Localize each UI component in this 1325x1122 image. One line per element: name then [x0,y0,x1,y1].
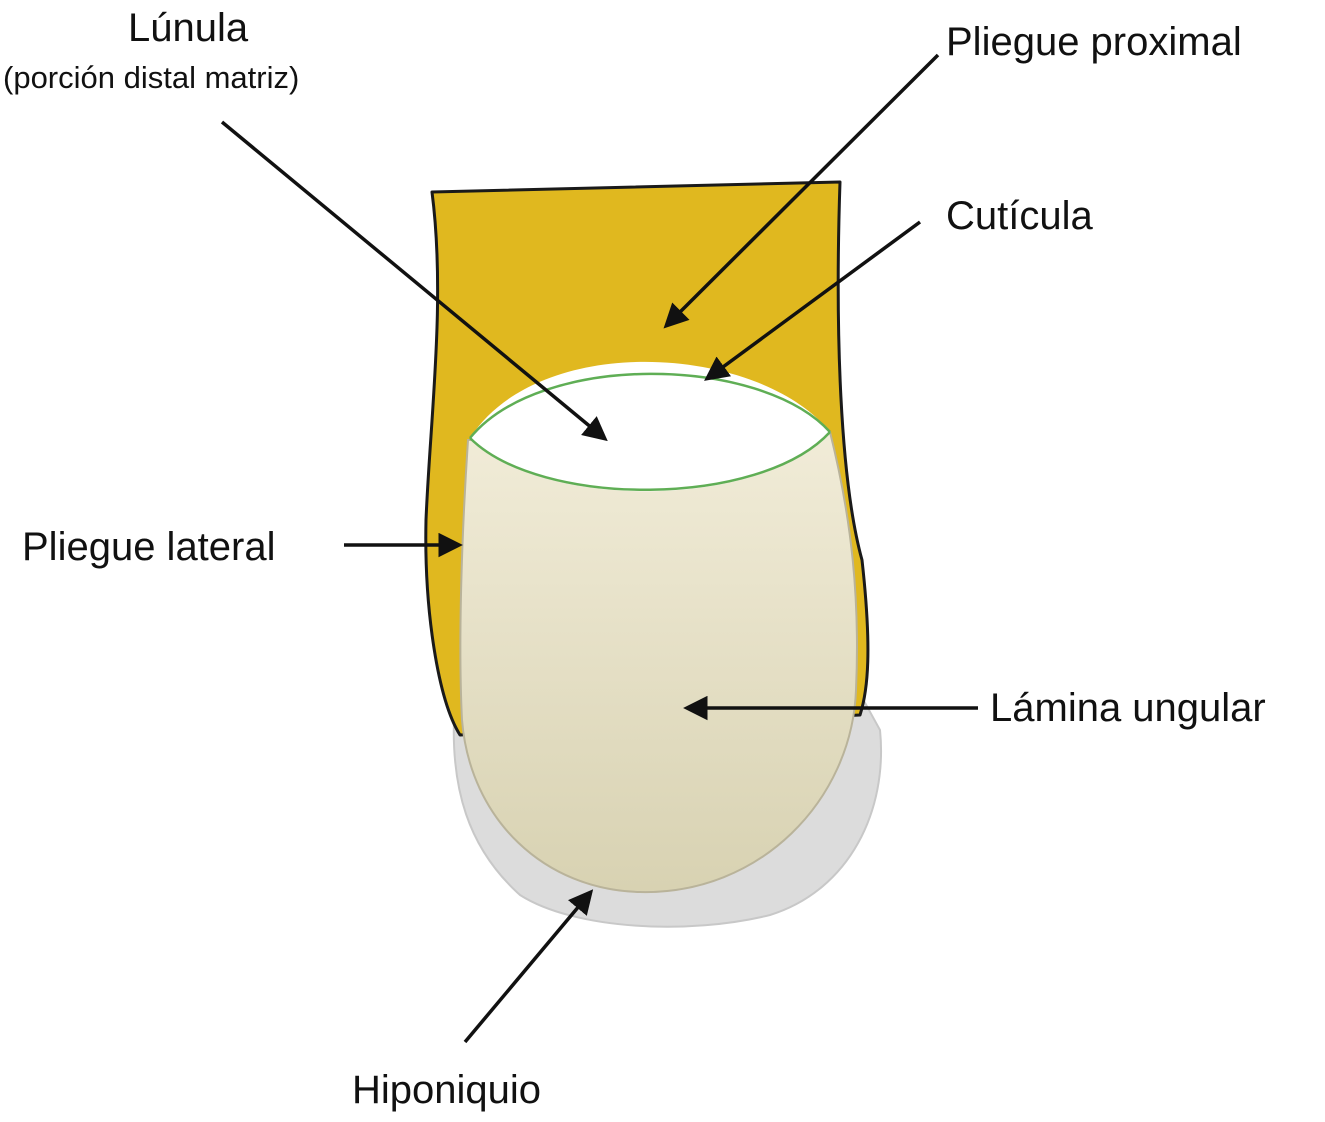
label-pliegue-lateral: Pliegue lateral [22,525,276,569]
cuticula-arrow [704,220,922,381]
label-hiponiquio: Hiponiquio [352,1068,542,1112]
label-lunula-title: Lúnula [128,6,249,50]
lunula-shape [470,361,830,492]
nail-plate-shape [459,430,858,894]
label-lunula-subtitle: (porción distal matriz) [3,60,300,95]
lunula-arrow [220,120,608,442]
cuticle-line [469,372,831,439]
lunula-lower-edge [469,431,831,491]
label-lamina-ungular: Lámina ungular [990,686,1266,730]
label-pliegue-proximal: Pliegue proximal [946,20,1242,64]
hiponiquio-arrow [463,889,594,1044]
label-cuticula: Cutícula [946,194,1093,238]
pliegue-proximal-arrow [663,53,940,329]
